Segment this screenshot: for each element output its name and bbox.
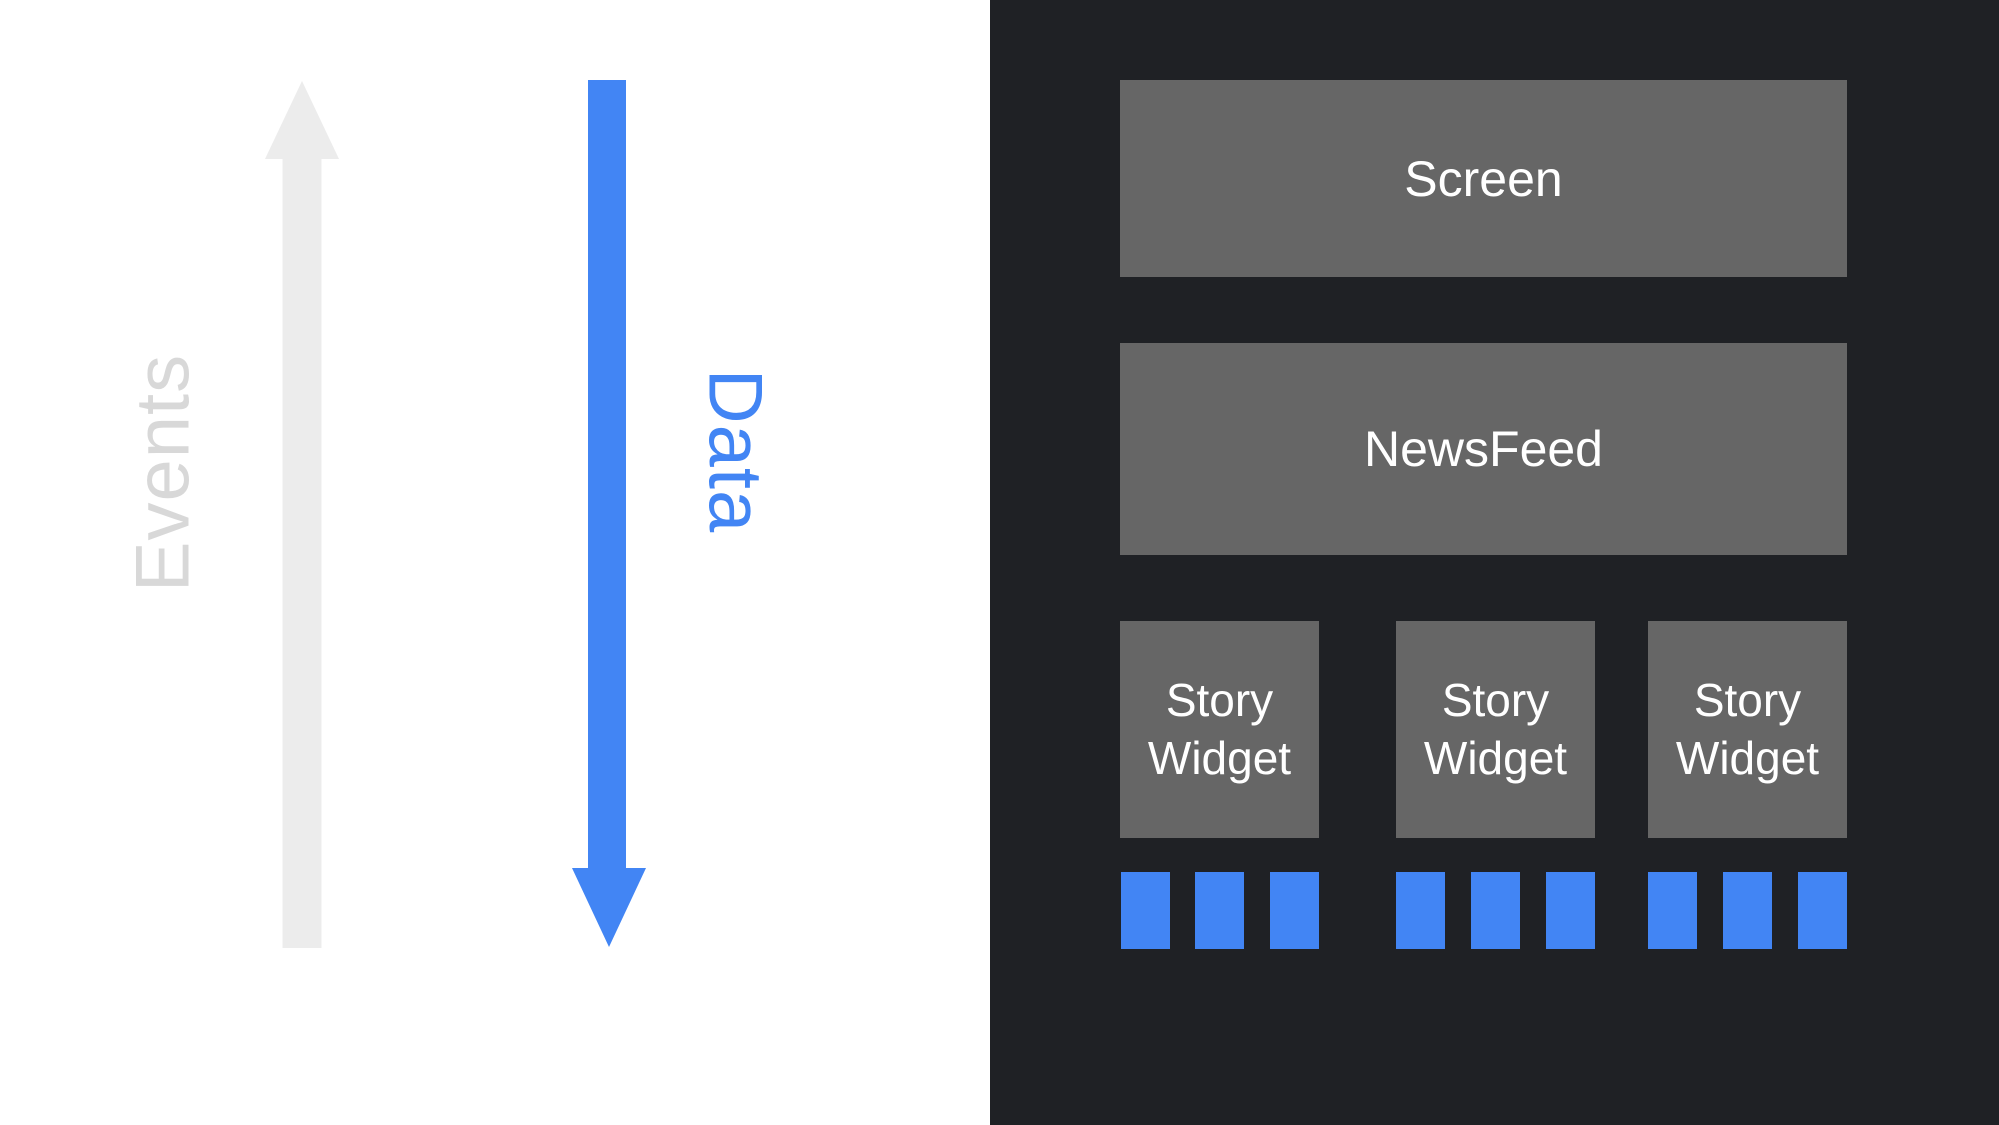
data-chip <box>1648 872 1697 949</box>
data-down-arrow-shape <box>572 80 646 947</box>
data-chip <box>1396 872 1445 949</box>
data-chip <box>1546 872 1595 949</box>
screen-box: Screen <box>1120 80 1847 277</box>
newsfeed-label: NewsFeed <box>1364 421 1603 477</box>
events-up-arrow-shape <box>265 81 339 948</box>
data-chip <box>1121 872 1170 949</box>
story-widget-box: Story Widget <box>1396 621 1595 838</box>
data-chip <box>1798 872 1847 949</box>
data-chip <box>1195 872 1244 949</box>
widget-tree-panel: Screen NewsFeed Story Widget Story Widge… <box>990 0 1999 1125</box>
story-widget-label: Story Widget <box>1423 674 1568 784</box>
data-chip <box>1471 872 1520 949</box>
events-label: Events <box>120 353 206 593</box>
story-widget-label: Story Widget <box>1147 674 1292 784</box>
data-chip <box>1270 872 1319 949</box>
screen-label: Screen <box>1404 150 1563 207</box>
newsfeed-box: NewsFeed <box>1120 343 1847 555</box>
data-label: Data <box>692 368 778 534</box>
events-up-arrow-icon <box>265 81 339 948</box>
data-down-arrow-icon <box>572 80 646 947</box>
story-widget-box: Story Widget <box>1648 621 1847 838</box>
story-widget-label: Story Widget <box>1675 674 1820 784</box>
flow-panel: Events Data <box>0 0 990 1125</box>
data-chip <box>1723 872 1772 949</box>
story-widget-box: Story Widget <box>1120 621 1319 838</box>
